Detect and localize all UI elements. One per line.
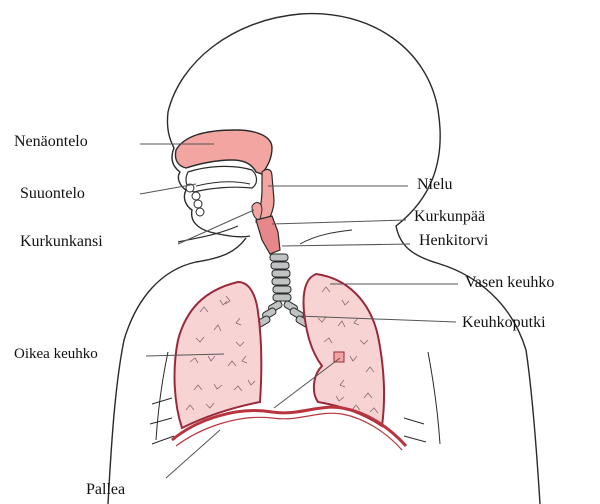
label-left-lung: Vasen keuhko xyxy=(465,274,554,292)
leader-kurkunpaa xyxy=(272,220,406,224)
body-outline xyxy=(168,14,540,504)
shoulder-line-right xyxy=(300,230,352,244)
left-lung xyxy=(304,274,385,426)
heart-notch-marker xyxy=(334,352,344,362)
label-larynx: Kurkunpää xyxy=(414,208,485,226)
epiglottis xyxy=(252,203,262,220)
label-diaphragm: Pallea xyxy=(86,481,125,499)
label-oral-cavity: Suuontelo xyxy=(20,185,85,203)
label-trachea: Henkitorvi xyxy=(419,232,488,250)
oral-cavity xyxy=(186,166,257,192)
label-bronchus: Keuhkoputki xyxy=(462,314,546,332)
larynx xyxy=(256,216,280,254)
leader-henkitorvi xyxy=(282,244,410,246)
bronchi xyxy=(255,300,310,328)
label-nasal-cavity: Nenäontelo xyxy=(14,133,88,151)
label-right-lung: Oikea keuhko xyxy=(14,345,98,363)
left-arm-line xyxy=(156,352,168,440)
trachea xyxy=(270,254,291,301)
label-pharynx: Nielu xyxy=(417,176,453,194)
leader-kurkunkansi xyxy=(178,210,254,244)
label-epiglottis: Kurkunkansi xyxy=(20,233,103,251)
right-arm-line xyxy=(428,352,440,444)
